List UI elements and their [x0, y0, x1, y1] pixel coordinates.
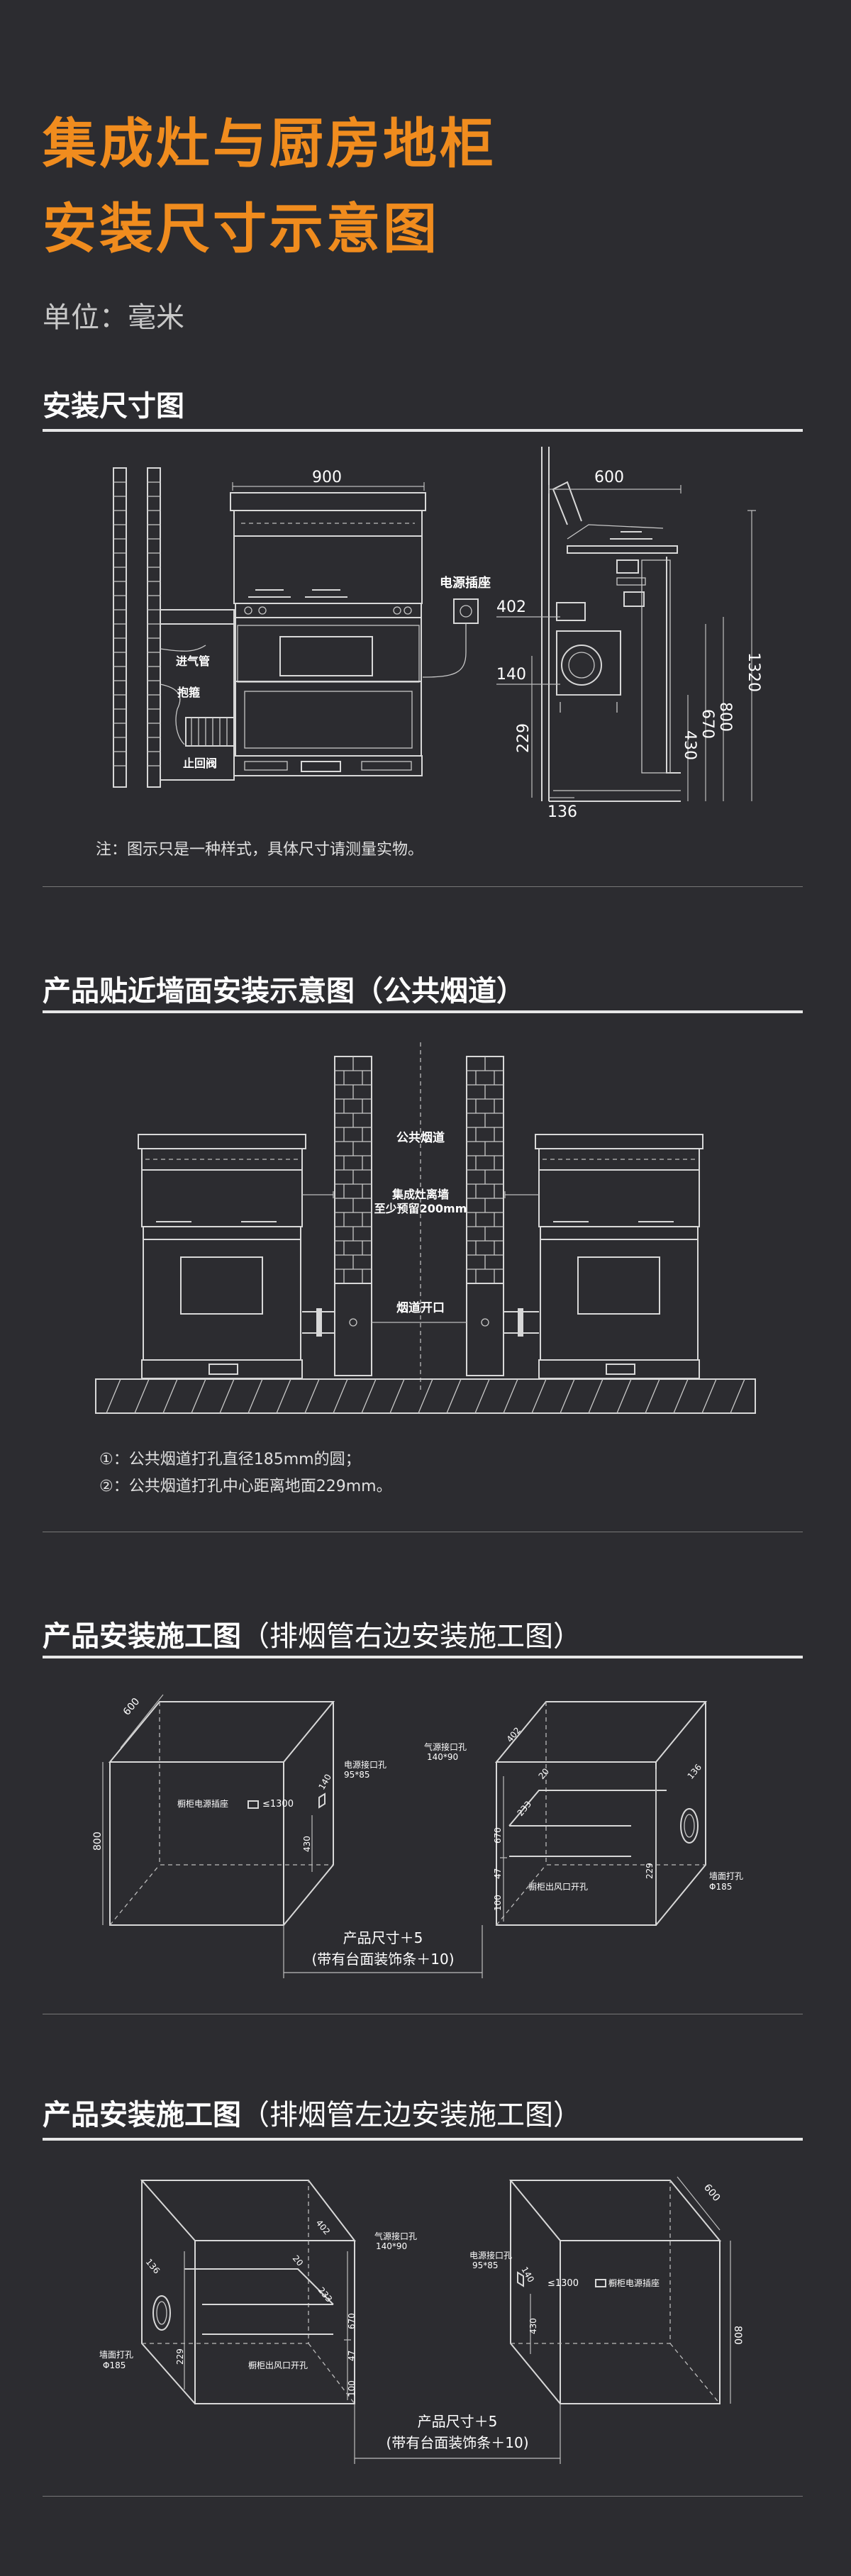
integrated-stove-front [230, 492, 426, 776]
dim-le1300: ≤1300 [547, 2278, 579, 2289]
dim-600: 600 [701, 2182, 722, 2204]
dim-136: 136 [144, 2257, 162, 2276]
gas-hole-size: 140*90 [376, 2241, 407, 2251]
dim-136: 136 [686, 1762, 703, 1781]
section3-title-light: （排烟管右边安装施工图） [241, 1620, 582, 1653]
dim-430: 430 [528, 2318, 538, 2334]
gas-inlet-label: 进气管 [176, 654, 210, 668]
dim-670: 670 [347, 2313, 357, 2329]
flue-wall-right [466, 1056, 504, 1376]
dim-670: 670 [493, 1827, 503, 1844]
left-stove [138, 1134, 306, 1379]
cabinet-socket-label: 橱柜电源插座 [608, 2277, 660, 2288]
wall-hole-size: Φ185 [709, 1882, 732, 1892]
distance-label-line2: 至少预留200mm [374, 1202, 467, 1215]
section2-note-2: ②：公共烟道打孔中心距离地面229mm。 [99, 1478, 392, 1495]
section1-note: 注：图示只是一种样式，具体尺寸请测量实物。 [96, 841, 424, 859]
dim-670: 670 [699, 709, 716, 739]
dim-229: 229 [515, 723, 533, 753]
outlet-hole-label: 橱柜出风口开孔 [528, 1882, 588, 1892]
dim-800: 800 [716, 702, 734, 732]
right-stove [535, 1134, 703, 1379]
dim-233: 233 [316, 2285, 334, 2304]
section2-divider [43, 1010, 803, 1013]
product-size-label: 产品尺寸＋5 [418, 2413, 498, 2430]
gas-hole-label: 气源接口孔 [424, 1741, 467, 1752]
flue-wall-left [334, 1056, 372, 1376]
floor-slab [95, 1378, 756, 1414]
installation-dimension-diagram: 进气管 抱箍 止回阀 900 电源插座 [113, 447, 762, 821]
product-size-label: 产品尺寸＋5 [343, 1929, 423, 1946]
dim-402: 402 [496, 598, 526, 616]
section4-title-bold: 产品安装施工图 [43, 2099, 241, 2131]
dim-402: 402 [505, 1725, 523, 1744]
page-title-line1: 集成灶与厨房地柜 [43, 112, 496, 175]
section4-title-light: （排烟管左边安装施工图） [241, 2099, 582, 2131]
left-exhaust-construction-diagram: 402 气源接口孔 140*90 136 20 233 670 229 47 1… [99, 2176, 743, 2464]
section3-divider [43, 1656, 803, 1658]
brick-wall-left [113, 467, 161, 788]
page-title-line2: 安装尺寸示意图 [43, 197, 440, 260]
dim-229: 229 [175, 2348, 185, 2365]
wall-hole-size: Φ185 [103, 2360, 126, 2370]
dim-1320: 1320 [745, 652, 762, 692]
check-valve-label: 止回阀 [183, 757, 217, 770]
gas-hole-size: 140*90 [427, 1752, 458, 1762]
section2-title: 产品贴近墙面安装示意图（公共烟道） [43, 975, 525, 1008]
dim-le1300: ≤1300 [262, 1799, 294, 1810]
power-socket-label: 电源插座 [440, 575, 491, 591]
distance-label-line1: 集成灶离墙 [391, 1188, 449, 1201]
dim-800: 800 [732, 2326, 743, 2345]
power-hole-label: 电源接口孔 [344, 1759, 386, 1770]
dim-100: 100 [347, 2380, 357, 2397]
flue-label: 公共烟道 [396, 1130, 445, 1145]
power-hole-size: 95*85 [472, 2260, 499, 2270]
section3-title: 产品安装施工图（排烟管右边安装施工图） [43, 1613, 582, 1654]
dim-600: 600 [121, 1696, 142, 1718]
dim-20: 20 [291, 2253, 306, 2268]
section1-title: 安装尺寸图 [43, 390, 184, 423]
section2-note-1: ①：公共烟道打孔直径185mm的圆； [99, 1451, 361, 1468]
section4-title: 产品安装施工图（排烟管左边安装施工图） [43, 2092, 582, 2133]
dim-402: 402 [314, 2218, 332, 2237]
power-socket-icon [453, 598, 479, 624]
flue-opening-label: 烟道开口 [396, 1300, 445, 1315]
dim-430: 430 [681, 730, 699, 760]
unit-label: 单位：毫米 [43, 301, 184, 334]
gas-hole-label: 气源接口孔 [374, 2231, 417, 2241]
power-hole-label: 电源接口孔 [469, 2250, 512, 2260]
dim-140-left: 140 [316, 1773, 333, 1792]
wall-hole-label: 墙面打孔 [709, 1871, 743, 1881]
right-exhaust-construction-diagram: 800 600 橱柜电源插座 ≤1300 电源接口孔 95*85 140 430… [92, 1694, 743, 1978]
public-flue-installation-diagram: 公共烟道 集成灶离墙 至少预留200mm 烟道开口 [95, 1042, 756, 1414]
section4-end-divider [43, 2496, 803, 2497]
with-trim-label: (带有台面装饰条＋10) [311, 1951, 454, 1968]
wall-hole-label: 墙面打孔 [99, 2350, 133, 2360]
section3-title-bold: 产品安装施工图 [43, 1620, 241, 1653]
dim-600: 600 [594, 469, 624, 486]
dim-47: 47 [493, 1868, 503, 1879]
dim-140: 140 [496, 666, 526, 684]
section1-divider [43, 429, 803, 432]
section4-divider [43, 2138, 803, 2141]
power-hole-size: 95*85 [344, 1770, 370, 1780]
dim-20: 20 [537, 1766, 552, 1781]
dim-800: 800 [92, 1831, 104, 1851]
dim-229: 229 [645, 1863, 655, 1879]
dim-100: 100 [493, 1895, 503, 1911]
check-valve-icon [185, 717, 235, 747]
right-cabinet-box [508, 2180, 722, 2404]
cabinet-socket-label: 橱柜电源插座 [177, 1798, 228, 1809]
section1-end-divider [43, 886, 803, 887]
left-cabinet-box [108, 1701, 335, 1926]
dim-430: 430 [302, 1836, 312, 1852]
left-cabinet-box [140, 2180, 357, 2404]
outlet-hole-label: 橱柜出风口开孔 [248, 2360, 308, 2370]
with-trim-label: (带有台面装饰条＋10) [386, 2434, 528, 2451]
dim-47: 47 [347, 2351, 357, 2361]
dim-900: 900 [312, 469, 342, 486]
hose-label: 抱箍 [177, 686, 200, 699]
dim-136: 136 [547, 803, 577, 821]
stove-side-view [541, 447, 681, 802]
